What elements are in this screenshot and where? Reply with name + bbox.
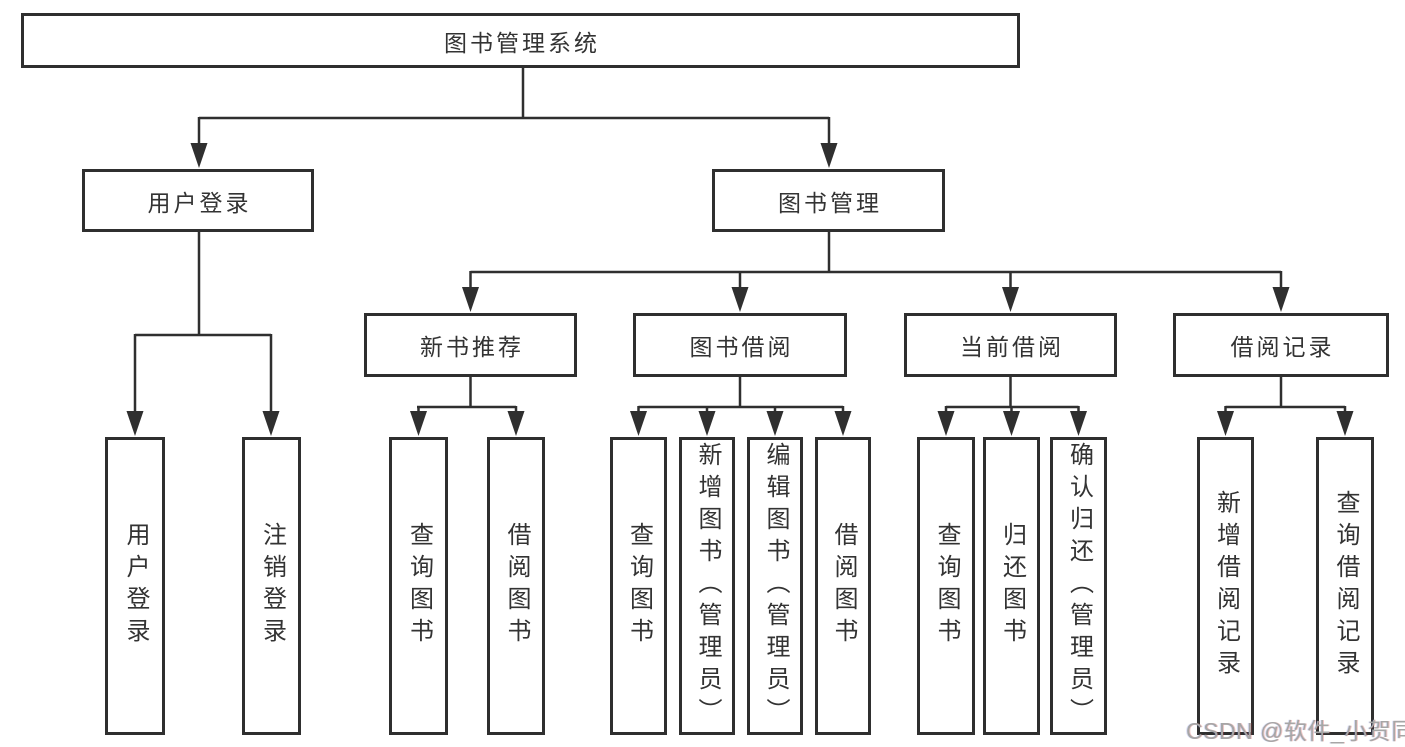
leaf-borrow-books-label: 借阅图书 <box>830 522 857 650</box>
leaf-borrow-books: 借阅图书 <box>815 437 871 735</box>
leaf-add-borrow-record: 新增借阅记录 <box>1197 437 1254 735</box>
node-user-login-label: 用户登录 <box>147 189 252 216</box>
leaf-add-books-admin: 新增图书（管理员） <box>679 437 735 735</box>
leaf-query-books-current-label: 查询图书 <box>933 522 960 650</box>
node-current-borrowing: 当前借阅 <box>904 313 1117 377</box>
node-book-borrowing-label: 图书借阅 <box>689 334 794 360</box>
arrowhead-icons <box>126 143 1354 436</box>
leaf-query-borrow-record: 查询借阅记录 <box>1316 437 1374 735</box>
leaf-user-login-label: 用户登录 <box>122 522 149 650</box>
node-borrowing-records-label: 借阅记录 <box>1230 334 1335 360</box>
root-node-library-system: 图书管理系统 <box>21 13 1020 68</box>
leaf-query-books-current: 查询图书 <box>917 437 975 735</box>
leaf-logout-label: 注销登录 <box>258 522 286 650</box>
leaf-edit-books-admin-label: 编辑图书（管理员） <box>762 442 789 730</box>
leaf-add-books-admin-label: 新增图书（管理员） <box>694 442 721 730</box>
leaf-add-borrow-record-label: 新增借阅记录 <box>1212 490 1240 682</box>
node-book-management: 图书管理 <box>712 169 945 232</box>
leaf-confirm-return-admin-label: 确认归还（管理员） <box>1065 442 1093 730</box>
leaf-return-books-label: 归还图书 <box>998 522 1026 650</box>
node-current-borrowing-label: 当前借阅 <box>960 334 1064 360</box>
node-user-login: 用户登录 <box>82 169 314 232</box>
node-book-borrowing: 图书借阅 <box>633 313 847 377</box>
node-borrowing-records: 借阅记录 <box>1173 313 1389 377</box>
leaf-return-books: 归还图书 <box>983 437 1040 735</box>
leaf-borrow-books-recommend-label: 借阅图书 <box>503 522 530 650</box>
node-new-book-recommend-label: 新书推荐 <box>420 334 524 360</box>
leaf-confirm-return-admin: 确认归还（管理员） <box>1050 437 1107 735</box>
leaf-edit-books-admin: 编辑图书（管理员） <box>747 437 803 735</box>
node-new-book-recommend: 新书推荐 <box>364 313 577 377</box>
node-book-management-label: 图书管理 <box>778 189 882 216</box>
leaf-query-books-borrowing-label: 查询图书 <box>625 522 653 650</box>
leaf-query-books-recommend: 查询图书 <box>389 437 448 735</box>
leaf-logout: 注销登录 <box>242 437 301 735</box>
leaf-borrow-books-recommend: 借阅图书 <box>487 437 545 735</box>
leaf-query-borrow-record-label: 查询借阅记录 <box>1332 490 1359 682</box>
leaf-query-books-borrowing: 查询图书 <box>610 437 667 735</box>
csdn-watermark: CSDN @软件_小贺同学 <box>1186 718 1405 744</box>
leaf-user-login: 用户登录 <box>105 437 165 735</box>
root-node-label: 图书管理系统 <box>444 29 600 56</box>
leaf-query-books-recommend-label: 查询图书 <box>405 522 433 650</box>
